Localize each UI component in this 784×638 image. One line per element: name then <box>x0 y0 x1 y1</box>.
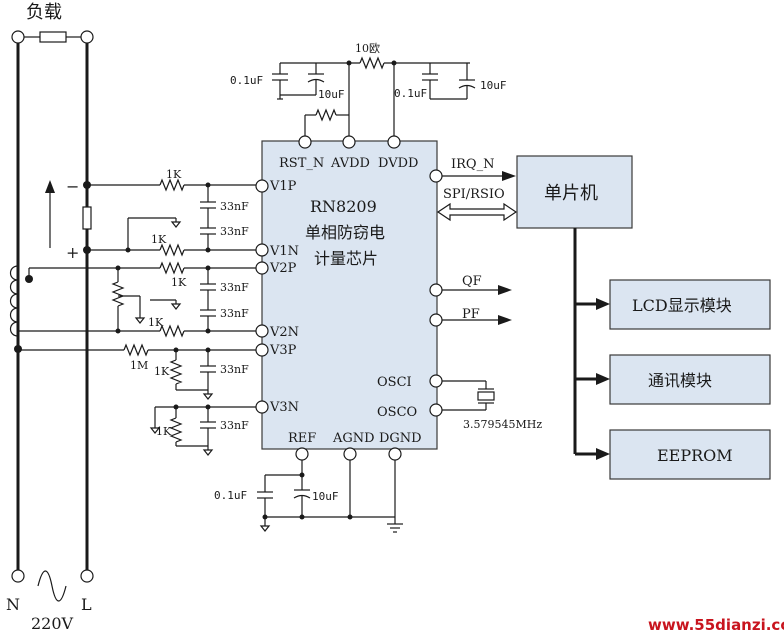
live-terminal <box>80 569 94 583</box>
c-ref-e-label: 10uF <box>312 490 339 503</box>
pin-dvdd-label: DVDD <box>378 156 418 171</box>
rn8209-chip <box>261 140 438 450</box>
pin-v2n-label: V2N <box>269 325 299 340</box>
current-arrow-icon <box>45 180 55 193</box>
v3-channel <box>18 343 256 456</box>
pin-pf-label: PF <box>462 307 480 322</box>
c-top-right-e-label: 10uF <box>480 79 507 92</box>
neutral-label: N <box>6 595 20 614</box>
r-1m-label: 1M <box>130 359 148 372</box>
pin-v3n-label: V3N <box>269 400 299 415</box>
pin-v1p-label: V1P <box>269 179 297 194</box>
pin-v3p-label: V3P <box>269 343 297 358</box>
c3-label: 33nF <box>220 281 249 294</box>
pin-osco-label: OSCO <box>377 405 417 420</box>
comm-module-label: 通讯模块 <box>648 371 712 390</box>
c4-label: 33nF <box>220 307 249 320</box>
pin-rst-n-label: RST_N <box>279 156 324 171</box>
pin-dgnd-label: DGND <box>379 431 422 446</box>
c6-label: 33nF <box>220 419 249 432</box>
r1-label: 1K <box>166 168 182 181</box>
pin-v1n-label: V1N <box>269 244 299 259</box>
load-label: 负载 <box>26 2 62 23</box>
load-terminal-left <box>11 30 25 44</box>
pin-v2p-label: V2P <box>269 261 297 276</box>
shunt-minus-label: − <box>66 177 79 196</box>
chip-desc-line2: 计量芯片 <box>314 249 378 268</box>
r-v3n-label: 1K <box>156 425 172 438</box>
live-label: L <box>81 595 92 614</box>
eeprom-label: EEPROM <box>657 446 733 465</box>
pin-ref-label: REF <box>288 431 316 446</box>
load-terminal-right <box>80 30 94 44</box>
v2-channel <box>18 261 256 338</box>
v1-channel <box>87 178 256 257</box>
r4-label: 1K <box>148 316 164 329</box>
watermark: www.55dianzi.com <box>648 616 784 634</box>
eeprom-box <box>609 429 771 480</box>
c-top-left-e-label: 10uF <box>318 88 345 101</box>
right-signals <box>436 171 518 411</box>
neutral-terminal <box>11 569 25 583</box>
chip-desc-line1: 单相防窃电 <box>305 223 385 242</box>
c-top-left-label: 0.1uF <box>230 74 263 87</box>
r2-label: 1K <box>151 233 167 246</box>
mains-voltage-label: 220V <box>31 614 74 633</box>
pin-qf-label: QF <box>462 274 482 289</box>
c-top-right-label: 0.1uF <box>394 87 427 100</box>
mcu-label: 单片机 <box>544 183 598 204</box>
shunt <box>45 180 92 254</box>
current-transformer <box>9 265 33 353</box>
ac-sine-icon <box>37 570 67 602</box>
c1-label: 33nF <box>220 200 249 213</box>
r-10ohm-label: 10欧 <box>355 42 380 55</box>
pin-avdd-label: AVDD <box>330 156 370 171</box>
shunt-plus-label: + <box>66 243 79 262</box>
top-power-network <box>272 56 476 136</box>
lcd-module-label: LCD显示模块 <box>632 296 732 315</box>
pin-agnd-label: AGND <box>332 431 375 446</box>
c-ref-label: 0.1uF <box>214 489 247 502</box>
load-resistor <box>39 31 67 43</box>
bottom-network <box>257 460 403 533</box>
crystal-label: 3.579545MHz <box>463 418 542 431</box>
mains-wiring <box>11 30 94 602</box>
chip-pins <box>255 135 443 461</box>
pin-spi-label: SPI/RSIO <box>443 187 505 202</box>
bus-lines <box>573 228 610 460</box>
lcd-module-box <box>609 279 771 330</box>
chip-model: RN8209 <box>310 197 377 216</box>
r-v3p-label: 1K <box>154 365 170 378</box>
c2-label: 33nF <box>220 225 249 238</box>
pin-irq-n-label: IRQ_N <box>451 157 494 172</box>
r3-label: 1K <box>171 276 187 289</box>
mcu-box <box>516 155 633 229</box>
comm-module-box <box>609 354 771 405</box>
pin-osci-label: OSCI <box>377 375 412 390</box>
c5-label: 33nF <box>220 363 249 376</box>
